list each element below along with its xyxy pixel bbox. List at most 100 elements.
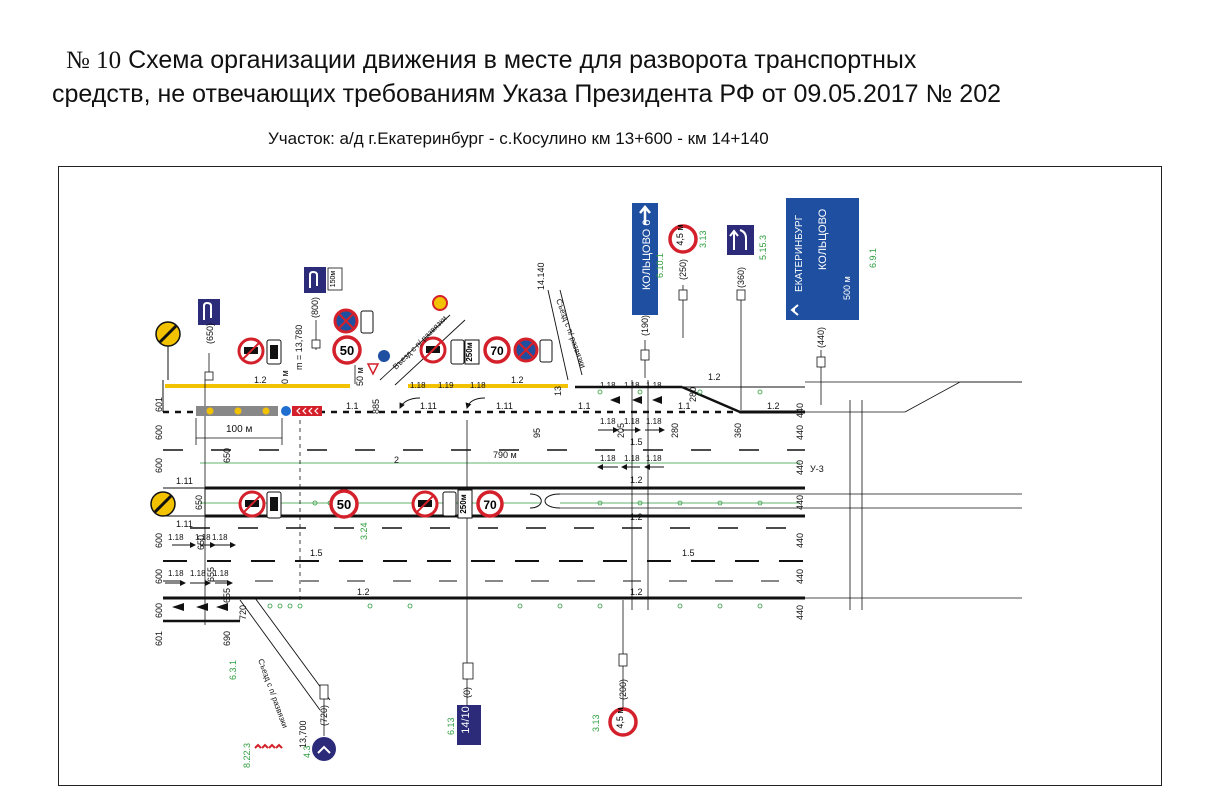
station-label: 13,700 — [298, 720, 308, 748]
svg-text:1.18: 1.18 — [600, 381, 616, 390]
svg-text:600: 600 — [154, 425, 164, 440]
yield-sign-icon — [366, 350, 390, 376]
road-arrows-filled — [172, 396, 662, 611]
dim-label: (440) — [816, 327, 826, 348]
svg-text:1.18: 1.18 — [646, 417, 662, 426]
svg-text:1.2: 1.2 — [630, 587, 643, 597]
warning-lamps — [196, 406, 322, 416]
svg-text:280: 280 — [670, 423, 680, 438]
no-stopping-sign-icon-top-2 — [513, 337, 553, 363]
svg-text:1.18: 1.18 — [624, 454, 640, 463]
svg-text:ЕКАТЕРИНБУРГ: ЕКАТЕРИНБУРГ — [794, 214, 805, 292]
svg-text:690: 690 — [222, 631, 232, 646]
chevron-board-icon — [292, 406, 322, 416]
svg-text:1.18: 1.18 — [168, 569, 184, 578]
svg-text:70: 70 — [490, 344, 504, 358]
svg-text:1.2: 1.2 — [511, 375, 524, 385]
station-label: m = 13,780 — [294, 325, 304, 370]
yellow-roundabout-sign-icon-2 — [150, 491, 176, 517]
exit-ramp-bottom-line2 — [254, 597, 331, 701]
ekaterinburg-koltsovo-sign: ЕКАТЕРИНБУРГ КОЛЬЦОВО 500 м — [786, 198, 859, 405]
dim-label: (250) — [678, 259, 688, 280]
svg-text:720: 720 — [238, 605, 248, 620]
svg-text:2: 2 — [394, 455, 399, 465]
height-limit-sign-bottom: 4,5 м — [608, 653, 638, 737]
svg-text:0 м: 0 м — [280, 370, 290, 384]
dim-label: (650) — [205, 323, 215, 344]
svg-text:1.5: 1.5 — [310, 548, 323, 558]
svg-text:1.5: 1.5 — [630, 437, 643, 447]
page-title-line1: № 10 Схема организации движения в месте … — [66, 46, 916, 75]
small-yellow-sign-icon — [432, 295, 448, 311]
green-dots — [267, 389, 763, 609]
svg-text:5.15.3: 5.15.3 — [758, 235, 768, 260]
svg-text:1.18: 1.18 — [213, 569, 229, 578]
svg-text:6.13: 6.13 — [446, 717, 456, 735]
svg-text:601: 601 — [154, 397, 164, 412]
lane-merge-sign-icon — [727, 225, 754, 410]
svg-text:8.22.3: 8.22.3 — [242, 743, 252, 768]
svg-text:70: 70 — [483, 498, 497, 512]
svg-text:50: 50 — [340, 343, 354, 358]
no-trucks-sign-icon-top-2: 250м — [419, 336, 480, 365]
svg-text:1.18: 1.18 — [470, 381, 486, 390]
svg-text:360: 360 — [733, 423, 743, 438]
svg-text:1.1: 1.1 — [678, 401, 691, 411]
km-post-sign: 14/10 — [457, 662, 481, 745]
svg-text:50 м: 50 м — [355, 367, 365, 386]
no-trucks-sign-icon-mid-1 — [238, 490, 282, 519]
svg-text:440: 440 — [795, 533, 805, 548]
svg-text:1.18: 1.18 — [646, 381, 662, 390]
svg-text:1.2: 1.2 — [357, 587, 370, 597]
svg-text:885: 885 — [371, 399, 381, 414]
svg-text:КОЛЬЦОВО: КОЛЬЦОВО — [817, 208, 829, 270]
svg-text:Съезд с п/ развязки: Съезд с п/ развязки — [554, 298, 587, 370]
svg-text:1.18: 1.18 — [600, 417, 616, 426]
speed-limit-50-sign-mid: 50 — [329, 489, 359, 519]
dim-label: (0) — [462, 687, 472, 698]
svg-text:КОЛЬЦОВО 6: КОЛЬЦОВО 6 — [641, 220, 653, 290]
speed-limit-70-sign-top: 70 — [483, 336, 511, 364]
svg-text:1.2: 1.2 — [254, 375, 267, 385]
svg-text:50: 50 — [337, 497, 351, 512]
no-stopping-sign-icon-top — [333, 308, 374, 384]
svg-text:1.1: 1.1 — [578, 401, 591, 411]
svg-text:1.5: 1.5 — [682, 548, 695, 558]
svg-text:6.10.1: 6.10.1 — [655, 253, 665, 278]
svg-text:1.2: 1.2 — [767, 401, 780, 411]
svg-text:Съезд с п/ развязки: Съезд с п/ развязки — [256, 658, 289, 730]
page-title-line2: средств, не отвечающих требованиям Указа… — [52, 80, 1001, 108]
title-number: № 10 — [66, 47, 122, 74]
svg-text:440: 440 — [795, 425, 805, 440]
svg-text:440: 440 — [795, 460, 805, 475]
svg-text:600: 600 — [154, 458, 164, 473]
no-trucks-sign-icon-mid-2: 250м — [411, 489, 473, 519]
scheme-frame — [58, 166, 1162, 786]
svg-text:655: 655 — [206, 567, 216, 582]
svg-text:4,5 м: 4,5 м — [675, 224, 685, 245]
svg-text:440: 440 — [795, 605, 805, 620]
svg-text:6.9.1: 6.9.1 — [868, 248, 878, 268]
svg-text:3.24: 3.24 — [359, 522, 369, 540]
sign-150m-label: 150м — [330, 271, 337, 288]
title-text: Схема организации движения в месте для р… — [128, 46, 917, 74]
svg-text:440: 440 — [795, 569, 805, 584]
svg-text:95: 95 — [532, 428, 542, 438]
length-label: 790 м — [493, 450, 517, 460]
svg-text:1.18: 1.18 — [646, 454, 662, 463]
svg-text:440: 440 — [795, 495, 805, 510]
entry-ramp-line1 — [379, 314, 451, 381]
svg-text:1.18: 1.18 — [600, 454, 616, 463]
svg-text:4,5 м: 4,5 м — [615, 707, 625, 728]
svg-text:1.18: 1.18 — [212, 533, 228, 542]
ramp-merge — [681, 385, 741, 414]
svg-text:6.3.1: 6.3.1 — [228, 660, 238, 680]
station-label: 14.140 — [536, 262, 546, 290]
svg-text:1.18: 1.18 — [410, 381, 426, 390]
svg-text:1.18: 1.18 — [195, 533, 211, 542]
svg-text:250м: 250м — [459, 494, 468, 513]
length-label: 100 м — [226, 424, 252, 435]
svg-text:1.19: 1.19 — [438, 381, 454, 390]
svg-text:1.2: 1.2 — [708, 372, 721, 382]
